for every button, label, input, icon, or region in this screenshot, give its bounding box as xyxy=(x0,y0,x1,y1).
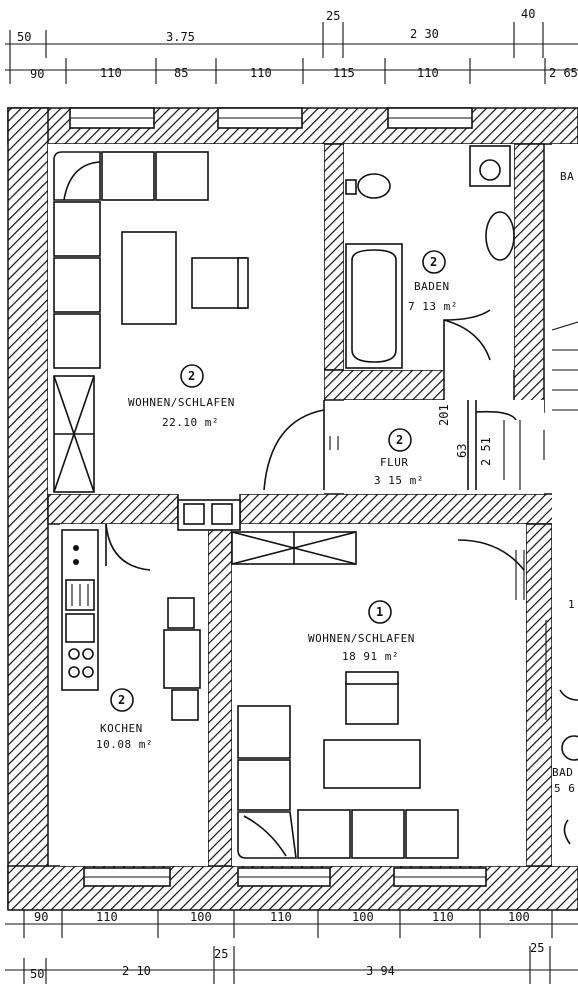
room-number: 2 xyxy=(430,255,437,269)
room-label-baden: 2 BADEN 7 13 m² xyxy=(408,250,458,313)
dim-top-85: 85 xyxy=(174,66,188,80)
room-label-kochen: 2 KOCHEN 10.08 m² xyxy=(96,688,153,751)
chimney xyxy=(177,499,241,531)
room-name: WOHNEN/SCHLAFEN xyxy=(128,396,235,409)
dim-bottom-110c: 110 xyxy=(432,910,454,924)
room-area: 18 91 m² xyxy=(342,650,399,663)
dim-bottom-50: 50 xyxy=(30,967,44,981)
room-area: 22.10 m² xyxy=(162,416,219,429)
flur-doors xyxy=(467,400,545,490)
dim-top-110a: 110 xyxy=(100,66,122,80)
edge-label-mid: 1 xyxy=(568,598,575,611)
dim-top-115: 115 xyxy=(333,66,355,80)
dim-bottom-90: 90 xyxy=(34,910,48,924)
edge-label-top: BA xyxy=(560,170,574,183)
room-number: 1 xyxy=(376,605,383,619)
bottom-dimension-row-1: 90 110 100 110 100 110 100 xyxy=(5,910,578,938)
dim-bottom-110a: 110 xyxy=(96,910,118,924)
dim-top-50: 50 xyxy=(17,30,31,44)
dim-vertical-251: 2 51 xyxy=(479,437,493,466)
room-area: 3 15 m² xyxy=(374,474,424,487)
dim-top-25: 25 xyxy=(326,9,340,23)
dim-bottom-100c: 100 xyxy=(508,910,530,924)
dim-bottom-394: 3 94 xyxy=(366,964,395,978)
dim-vertical-201: 201 xyxy=(437,404,451,426)
room-label-flur: 2 FLUR 3 15 m² xyxy=(374,428,424,487)
dim-top-375: 3.75 xyxy=(166,30,195,44)
stairs-right xyxy=(551,321,578,411)
kitchen-furniture xyxy=(61,523,201,721)
dim-top-40: 40 xyxy=(521,7,535,21)
windows-top xyxy=(69,107,473,129)
room-name: FLUR xyxy=(380,456,409,469)
dim-bottom-100a: 100 xyxy=(190,910,212,924)
door-living-2 xyxy=(263,400,339,491)
top-dimension-row-1: 50 3.75 25 2 30 40 xyxy=(5,7,578,58)
room-label-wohnen-2: 2 WOHNEN/SCHLAFEN 22.10 m² xyxy=(128,364,235,429)
dim-top-230: 2 30 xyxy=(410,27,439,41)
bathroom-furniture xyxy=(345,145,515,370)
dim-bottom-100b: 100 xyxy=(352,910,374,924)
dim-bottom-25a: 25 xyxy=(214,947,228,961)
living-room-2-furniture xyxy=(53,151,249,493)
dim-top-265: 2 65 xyxy=(549,66,578,80)
room-name: WOHNEN/SCHLAFEN xyxy=(308,632,415,645)
dim-bottom-210: 2 10 xyxy=(122,964,151,978)
room-area: 7 13 m² xyxy=(408,300,458,313)
right-edge-details xyxy=(545,620,578,845)
room-name: KOCHEN xyxy=(100,722,143,735)
edge-label-bad-area: 5 6 xyxy=(554,782,575,795)
bottom-dimension-row-2: 50 2 10 25 3 94 25 xyxy=(5,941,578,984)
dim-bottom-25b: 25 xyxy=(530,941,544,955)
dim-top-110b: 110 xyxy=(250,66,272,80)
top-dimension-row-2: 90 110 85 110 115 110 2 65 xyxy=(5,58,578,84)
living-room-1-furniture xyxy=(231,531,525,859)
dim-bottom-110b: 110 xyxy=(270,910,292,924)
room-number: 2 xyxy=(118,693,125,707)
edge-label-bad: BAD xyxy=(552,766,573,779)
dim-vertical-63: 63 xyxy=(455,444,469,458)
room-area: 10.08 m² xyxy=(96,738,153,751)
dim-top-90: 90 xyxy=(30,67,44,81)
dim-top-110c: 110 xyxy=(417,66,439,80)
windows-bottom xyxy=(83,867,487,887)
room-name: BADEN xyxy=(414,280,450,293)
room-number: 2 xyxy=(396,433,403,447)
room-label-wohnen-1: 1 WOHNEN/SCHLAFEN 18 91 m² xyxy=(308,600,415,663)
room-number: 2 xyxy=(188,369,195,383)
